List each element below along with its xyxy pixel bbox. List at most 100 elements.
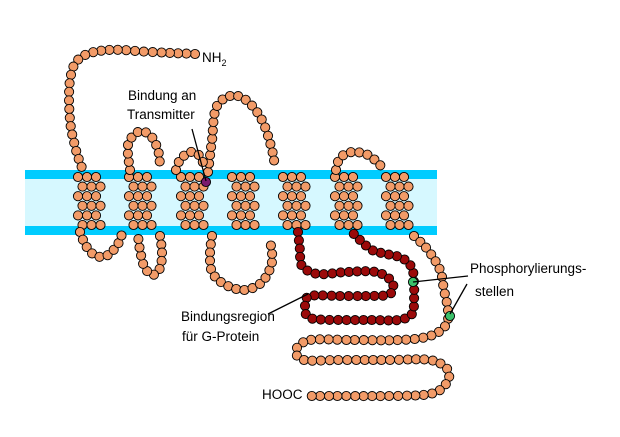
amino-acid-residue: [435, 358, 446, 369]
g-protein-binding-residue: [375, 315, 386, 326]
amino-acid-residue: [267, 147, 278, 158]
amino-acid-residue: [323, 390, 335, 402]
helix-4-residue: [231, 200, 242, 211]
helix-1-residue: [86, 219, 97, 231]
helix-1-residue: [81, 171, 93, 183]
transmitter-label-line1: Bindung an: [128, 88, 196, 103]
amino-acid-residue: [65, 69, 77, 80]
amino-acid-residue: [441, 296, 452, 308]
amino-acid-residue: [63, 95, 75, 106]
amino-acid-residue: [401, 334, 412, 345]
amino-acid-residue: [140, 127, 151, 138]
amino-acid-residue: [252, 107, 263, 118]
helix-2-residue: [141, 171, 153, 183]
helix-5-residue: [300, 181, 311, 192]
helix-1-residue: [77, 181, 88, 192]
amino-acid-residue: [418, 332, 429, 343]
helix-3-residue: [193, 171, 205, 183]
helix-5-residue: [282, 181, 293, 192]
helix-7-residue: [394, 200, 405, 211]
amino-acid-residue: [375, 335, 387, 346]
amino-acid-residue: [246, 100, 258, 111]
helix-5-residue: [300, 200, 311, 211]
amino-acid-residue: [76, 161, 87, 172]
helix-7-residue: [385, 200, 396, 211]
amino-acid-residue: [439, 288, 450, 299]
g-protein-binding-residue: [318, 269, 329, 280]
n-terminus-subscript: 2: [222, 58, 227, 68]
amino-acid-residue: [116, 230, 127, 241]
amino-acid-residue: [69, 137, 80, 148]
amino-acid-residue: [254, 278, 265, 289]
helix-7-residue: [385, 181, 396, 192]
amino-acid-residue: [375, 160, 386, 171]
helix-4-residue: [240, 219, 251, 231]
helix-4-residue: [226, 171, 238, 183]
amino-acid-residue: [123, 156, 134, 167]
amino-acid-residue: [306, 390, 317, 402]
helix-4-residue: [244, 210, 256, 221]
amino-acid-residue: [73, 54, 84, 65]
gprotein-label-line1: Bindungsregion: [181, 309, 275, 324]
amino-acid-residue: [427, 388, 438, 399]
g-protein-binding-residue: [334, 290, 346, 302]
helix-4-residue: [235, 171, 247, 183]
helix-7-residue: [385, 219, 396, 231]
g-protein-binding-residue: [366, 314, 377, 326]
amino-acid-residue: [266, 257, 277, 268]
amino-acid-chain: [63, 44, 456, 402]
amino-acid-residue: [408, 230, 420, 242]
phosphorylation-site: [444, 310, 456, 322]
helix-3-residue: [198, 200, 209, 211]
amino-acid-residue: [345, 147, 356, 158]
helix-2-residue: [141, 210, 153, 221]
g-protein-binding-residue: [360, 291, 371, 302]
g-protein-binding-residue: [354, 234, 365, 245]
helix-3-residue: [180, 219, 191, 231]
g-protein-binding-residue: [352, 291, 363, 302]
amino-acid-residue: [298, 354, 310, 366]
g-protein-binding-residue: [376, 268, 388, 280]
amino-acid-residue: [358, 391, 369, 402]
amino-acid-residue: [265, 240, 276, 251]
helix-7-residue: [380, 171, 392, 183]
helix-1-residue: [90, 210, 102, 221]
helix-1-residue: [95, 181, 106, 192]
amino-acid-residue: [314, 334, 325, 345]
amino-acid-residue: [420, 242, 432, 253]
amino-acid-residue: [138, 258, 149, 269]
helix-7-residue: [380, 210, 392, 221]
g-protein-binding-residue: [333, 314, 344, 325]
helix-4-residue: [249, 219, 260, 231]
helix-2-residue: [123, 210, 135, 221]
helix-4-residue: [231, 219, 242, 231]
helix-2-residue: [128, 200, 139, 211]
amino-acid-residue: [267, 248, 278, 259]
amino-acid-residue: [307, 355, 318, 366]
g-protein-binding-residue: [350, 315, 361, 326]
amino-acid-residue: [126, 132, 137, 143]
amino-acid-residue: [136, 250, 147, 261]
helix-1-residue: [72, 191, 84, 202]
amino-acid-residue: [154, 230, 166, 242]
amino-acid-residue: [129, 45, 141, 56]
g-protein-binding-residue: [294, 243, 305, 254]
helix-7-residue: [398, 210, 410, 221]
amino-acid-residue: [108, 244, 119, 255]
amino-acid-residue: [112, 44, 123, 55]
amino-acid-residue: [291, 350, 302, 361]
helix-4-residue: [231, 181, 242, 192]
helix-6-residue: [338, 171, 350, 183]
g-protein-binding-residue: [343, 291, 354, 302]
amino-acid-residue: [64, 78, 75, 89]
helix-6-residue: [329, 210, 341, 221]
helix-5-residue: [291, 200, 302, 211]
helix-3-residue: [193, 191, 205, 202]
phospho-label-line1: Phosphorylierungs-: [470, 261, 586, 276]
n-terminus-label: NH2: [202, 50, 227, 68]
g-protein-binding-residue: [377, 290, 389, 301]
amino-acid-residue: [164, 47, 175, 58]
helix-3-residue: [180, 181, 191, 192]
g-protein-binding-residue: [307, 313, 318, 324]
helix-3-residue: [180, 200, 191, 211]
